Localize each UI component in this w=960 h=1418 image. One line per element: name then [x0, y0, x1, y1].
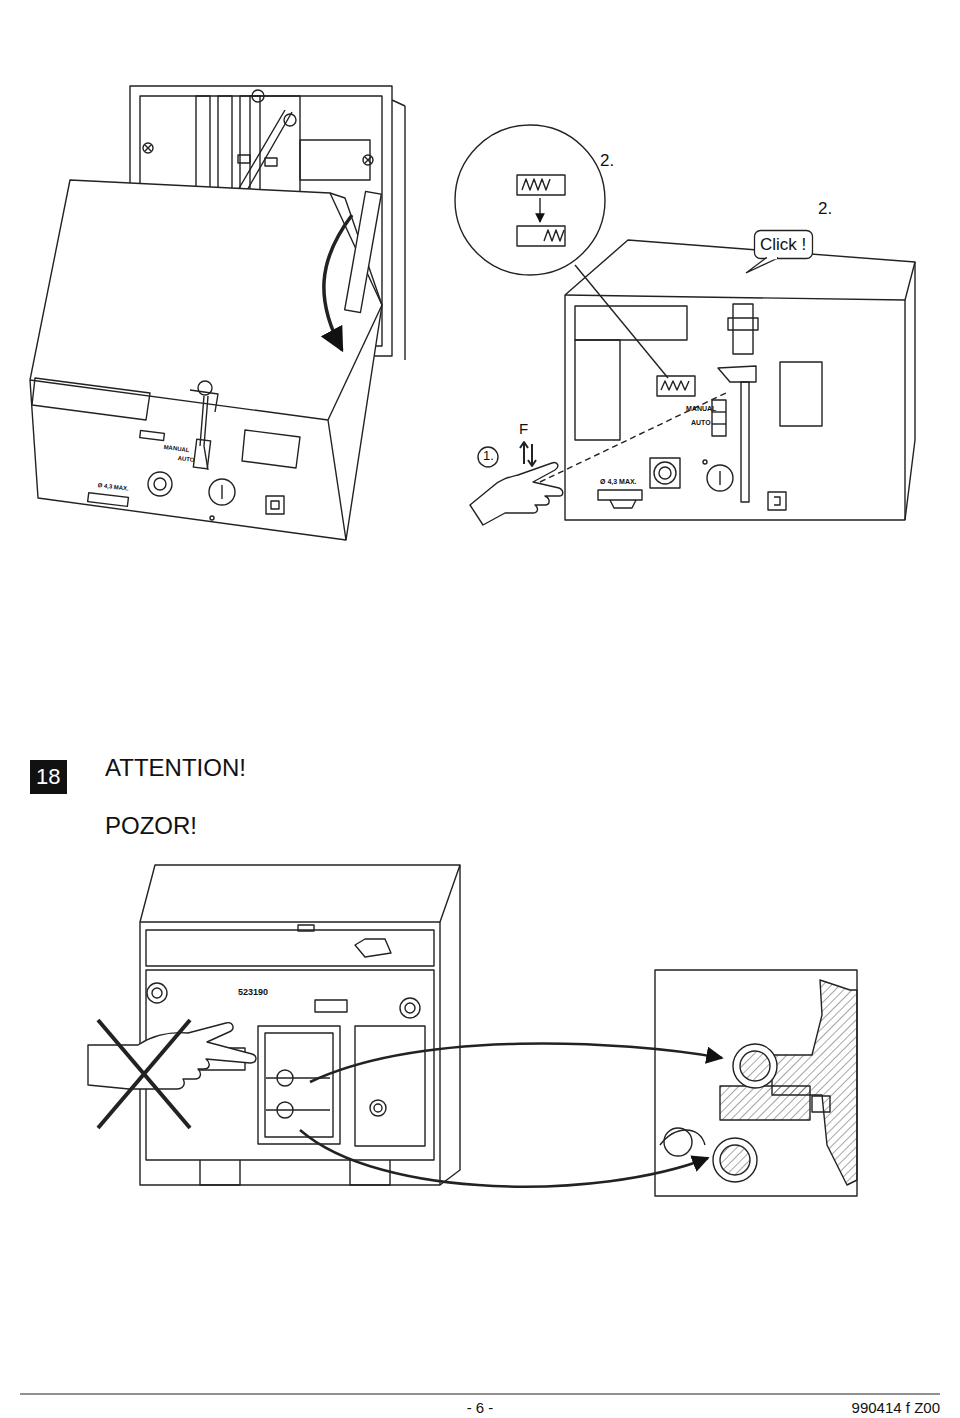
footer-rule: [20, 1394, 940, 1395]
label-text: 2.: [600, 152, 614, 169]
device-box: [565, 240, 915, 520]
label-text: AUTO: [691, 419, 711, 426]
hand-icon: [470, 463, 563, 525]
speech-bubble: Click !: [754, 230, 813, 259]
node-text: Click !: [760, 236, 807, 253]
label-text: MANUAL: [686, 405, 716, 412]
forbidden-hand: [88, 1020, 256, 1128]
label-text: 523190: [238, 988, 268, 997]
node-text: 18: [36, 766, 61, 788]
spring-callout: [455, 125, 728, 482]
step-number: 18: [30, 760, 67, 794]
label-text: 1.: [483, 449, 494, 462]
label-text: ATTENTION!: [105, 756, 246, 780]
section-detail: [300, 970, 857, 1196]
label-text: 2.: [818, 200, 832, 217]
label-text: - 6 -: [467, 1400, 494, 1415]
tilted-cover: [30, 180, 382, 540]
label-text: Ø 4,3 MAX.: [600, 478, 637, 485]
label-text: F: [519, 421, 528, 436]
label-text: 990414 f Z00: [852, 1400, 940, 1415]
label-text: POZOR!: [105, 814, 197, 838]
